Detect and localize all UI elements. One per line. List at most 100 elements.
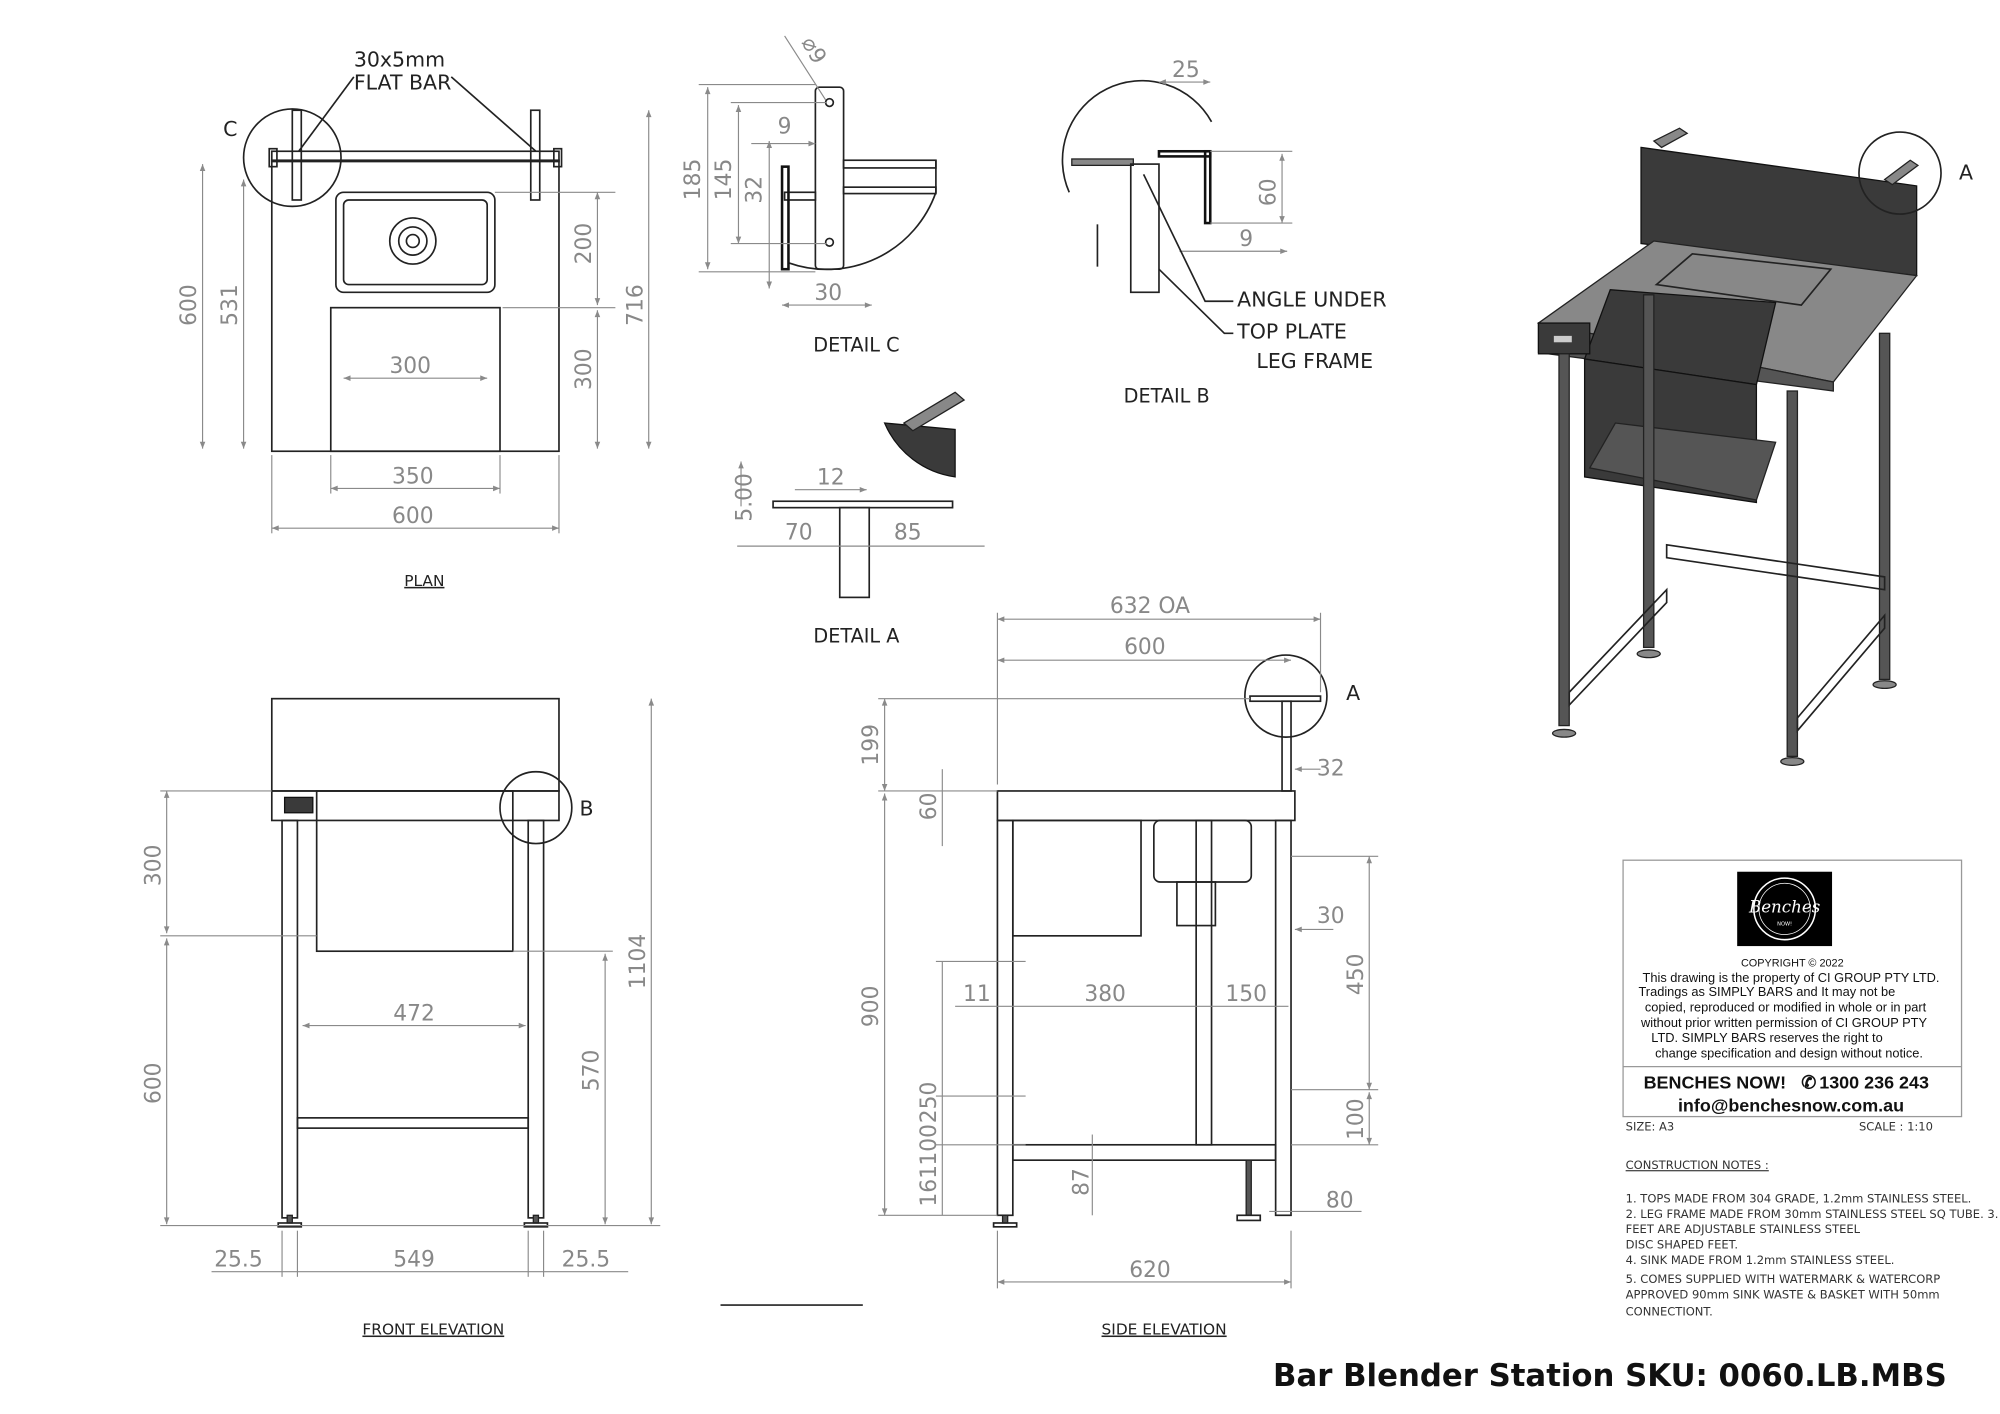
side-dim-150: 150 <box>1225 982 1267 1007</box>
plan-dim-600-w: 600 <box>392 504 434 529</box>
detail-a: 5.00 12 70 85 DETAIL A <box>732 391 985 647</box>
disclaimer-line: change specification and design without … <box>1655 1046 1923 1061</box>
side-dim-100-left: 100 <box>917 1124 942 1166</box>
front-dim-1104: 1104 <box>626 934 651 989</box>
plan-dim-531: 531 <box>218 284 243 326</box>
detail-c: ⌀9 185 145 32 9 30 DETAIL C <box>681 33 937 356</box>
note-line: 2. LEG FRAME MADE FROM 30mm STAINLESS ST… <box>1626 1207 1999 1221</box>
detail-c-title: DETAIL C <box>813 333 899 356</box>
plan-view: C 30x5mm FLAT BAR 600 531 716 200 300 30… <box>177 48 652 590</box>
side-dim-250: 250 <box>917 1082 942 1124</box>
construction-notes: CONSTRUCTION NOTES : 1. TOPS MADE FROM 3… <box>1626 1158 1999 1318</box>
side-dim-450: 450 <box>1344 954 1369 996</box>
plan-dim-350: 350 <box>392 464 434 489</box>
detail-a-title: DETAIL A <box>813 624 899 647</box>
side-dim-600: 600 <box>1124 635 1166 660</box>
front-dim-549: 549 <box>393 1248 435 1273</box>
detail-a-dim-12: 12 <box>817 466 845 491</box>
side-dim-30: 30 <box>1317 904 1345 929</box>
detail-c-dim-185: 185 <box>681 159 706 201</box>
front-elevation: B 1104 300 600 570 472 25.5 549 25.5 FRO… <box>141 697 661 1339</box>
svg-text:Benches: Benches <box>1748 898 1820 917</box>
front-dim-600: 600 <box>141 1062 166 1104</box>
front-dim-25-5-right: 25.5 <box>562 1248 611 1273</box>
side-dim-199: 199 <box>859 724 884 766</box>
plan-dim-716: 716 <box>623 284 648 326</box>
side-elevation: A 632 OA 600 199 60 900 11 380 150 250 1… <box>859 594 1379 1339</box>
side-dim-87: 87 <box>1069 1168 1094 1196</box>
detail-c-callout-circle <box>242 108 342 208</box>
phone-icon: ✆ <box>1801 1072 1816 1092</box>
front-dim-300: 300 <box>141 845 166 887</box>
detail-a-marker: A <box>1346 681 1360 705</box>
detail-b-title: DETAIL B <box>1124 385 1210 408</box>
side-dim-380: 380 <box>1084 982 1126 1007</box>
detail-c-dim-145: 145 <box>712 159 737 201</box>
detail-b-note-angle-under: ANGLE UNDER <box>1237 287 1386 311</box>
sheet-size: SIZE: A3 <box>1626 1120 1675 1134</box>
detail-a-dim-5: 5.00 <box>732 473 757 521</box>
detail-c-dim-diameter: ⌀9 <box>796 33 831 69</box>
side-dim-620: 620 <box>1129 1258 1171 1283</box>
detail-b-note-leg-frame: LEG FRAME <box>1256 349 1373 373</box>
detail-a-dim-85: 85 <box>894 521 922 546</box>
side-dim-11: 11 <box>963 982 991 1007</box>
plan-dim-600-h: 600 <box>177 284 202 326</box>
side-elevation-title: SIDE ELEVATION <box>1102 1321 1227 1339</box>
detail-c-dim-30: 30 <box>814 281 842 306</box>
note-line: CONNECTIONT. <box>1626 1304 1713 1318</box>
iso-detail-a-marker: A <box>1959 160 1973 184</box>
note-line: APPROVED 90mm SINK WASTE & BASKET WITH 5… <box>1626 1288 1940 1302</box>
svg-text:NOW!: NOW! <box>1777 922 1792 928</box>
iso-detail-a-callout-circle <box>1858 131 1942 215</box>
detail-c-dim-9: 9 <box>778 114 792 139</box>
front-elevation-title: FRONT ELEVATION <box>362 1321 504 1339</box>
side-dim-100-right: 100 <box>1344 1098 1369 1140</box>
detail-b: 25 60 9 ANGLE UNDER TOP PLATE LEG FRAME … <box>1061 58 1387 408</box>
detail-b-marker: B <box>579 796 593 820</box>
detail-b-note-top-plate: TOP PLATE <box>1236 319 1347 343</box>
phone-number[interactable]: 1300 236 243 <box>1819 1072 1929 1092</box>
isometric-view: A <box>1536 127 1973 766</box>
disclaimer-line: LTD. SIMPLY BARS reserves the right to <box>1651 1030 1882 1045</box>
detail-a-callout-circle <box>1244 654 1328 738</box>
plan-dim-300-v: 300 <box>572 348 597 390</box>
note-line: FEET ARE ADJUSTABLE STAINLESS STEEL <box>1626 1222 1861 1236</box>
disclaimer-line: without prior written permission of CI G… <box>1640 1015 1927 1030</box>
detail-c-dim-32: 32 <box>743 176 768 204</box>
email[interactable]: info@benchesnow.com.au <box>1678 1095 1904 1115</box>
drawing-title: Bar Blender Station SKU: 0060.LB.MBS <box>1273 1358 1947 1394</box>
disclaimer-line: copied, reproduced or modified in whole … <box>1645 999 1927 1014</box>
flat-bar-callout-2: FLAT BAR <box>354 71 452 95</box>
plan-title: PLAN <box>404 572 444 590</box>
sheet-scale: SCALE : 1:10 <box>1859 1120 1933 1134</box>
detail-b-dim-60: 60 <box>1257 178 1282 206</box>
note-line: 5. COMES SUPPLIED WITH WATERMARK & WATER… <box>1626 1272 1941 1286</box>
benches-now-logo: Benches NOW! <box>1737 871 1833 947</box>
side-dim-161: 161 <box>917 1165 942 1207</box>
side-dim-80: 80 <box>1326 1189 1354 1214</box>
notes-heading: CONSTRUCTION NOTES : <box>1626 1158 1769 1172</box>
front-dim-472: 472 <box>393 1001 435 1026</box>
flat-bar-callout: 30x5mm <box>354 48 445 72</box>
front-dim-25-5-left: 25.5 <box>214 1248 263 1273</box>
front-dim-570: 570 <box>580 1050 605 1092</box>
detail-b-callout-circle <box>499 770 573 845</box>
disclaimer-line: This drawing is the property of CI GROUP… <box>1643 970 1940 985</box>
copyright: COPYRIGHT © 2022 <box>1741 958 1844 970</box>
plan-dim-200: 200 <box>572 223 597 265</box>
side-dim-632-oa: 632 OA <box>1110 594 1190 619</box>
side-dim-60: 60 <box>917 792 942 820</box>
detail-b-dim-25: 25 <box>1172 58 1200 83</box>
side-dim-900: 900 <box>859 986 884 1028</box>
title-block: Benches NOW! COPYRIGHT © 2022 This drawi… <box>1622 859 1963 1134</box>
company-name: BENCHES NOW! <box>1644 1072 1787 1092</box>
plan-dim-300-w: 300 <box>389 354 431 379</box>
side-dim-32: 32 <box>1317 757 1345 782</box>
detail-a-dim-70: 70 <box>785 521 813 546</box>
disclaimer-line: Tradings as SIMPLY BARS and It may not b… <box>1638 984 1895 999</box>
detail-b-dim-9: 9 <box>1239 227 1253 252</box>
note-line: 1. TOPS MADE FROM 304 GRADE, 1.2mm STAIN… <box>1626 1191 1972 1205</box>
detail-c-marker: C <box>223 117 237 141</box>
